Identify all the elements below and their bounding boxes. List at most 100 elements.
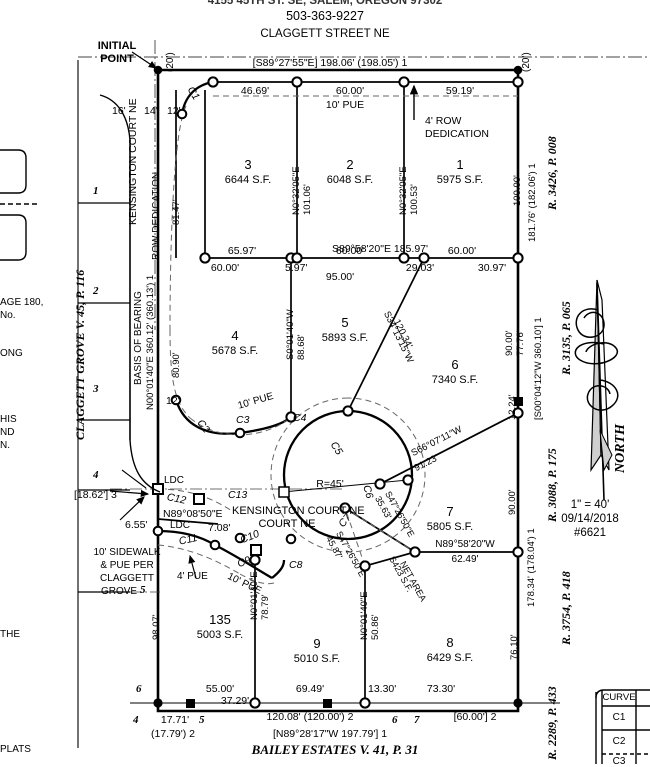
dim-178-34: 178.34' (178.04') 1 [526,528,537,607]
edge-mark-left-3: 3 [93,383,99,395]
bearing-lot7-south: N89°58'20"W [435,539,495,550]
dim-17-79: (17.79') 2 [150,728,196,740]
dim-120-08: 120.08' (120.00') 2 [266,711,354,723]
sidewalk-leader-arrow [119,496,145,521]
dim-lot4-side: 88.68' [296,334,307,360]
left-note-4: HIS [0,414,17,425]
lot-number-2: 2 [346,157,354,172]
curve-table-header: CURVE [602,692,636,703]
annotation-pue-top: 10' PUE [325,99,365,111]
basis-of-bearing-label: BASIS OF BEARING [133,291,144,385]
reference-r3426: R. 3426, P. 008 [545,136,559,210]
dim-12-24: 12.24' [507,394,518,420]
left-note-2: No. [0,310,16,321]
reference-r3754: R. 3754, P. 418 [559,571,573,645]
left-adjoiner-parcels [0,94,161,493]
lot-area-9: 5010 S.F. [293,653,341,665]
sidewalk-note-line4: GROVE [100,586,138,597]
dim-13-30: 13.30' [368,683,397,695]
curve-label-c13: C13 [228,489,248,501]
ldc-label-a: LDC [164,475,185,486]
dim-17-71: 17.71' [160,714,190,726]
dim-81-47: 81.47' [171,199,182,225]
dim-60-00-c: 60.00' [447,245,477,257]
bearing-top-line: [S89°27'55"E] 198.06' (198.05') 1 [252,57,408,69]
lot-number-5: 5 [341,315,349,330]
sidewalk-note-line1: 10' SIDEWALK [93,547,161,558]
lot-area-8: 6429 S.F. [426,652,474,664]
annotation-pue-4: 4' PUE [177,571,208,582]
bearing-lot9-side: N0°01'40"E [359,591,370,640]
dim-80-90: 80.90' [171,352,182,378]
initial-point-label-line1: INITIAL [97,40,137,52]
reference-r2289: R. 2289, P. 433 [545,686,559,760]
street-label-kensington-court-2: COURT NE [258,518,316,530]
dim-90-00-a: 90.00' [504,330,515,356]
lot-area-3: 6644 S.F. [224,174,272,186]
dim-20-right: (20') [521,52,532,72]
basis-of-bearing-value: N00°01'40"E 360.12' (360.13') 1 [145,274,156,410]
bearing-east-line: [S00°04'12"W 360.10'] 1 [533,317,544,420]
curve-table-row-c2: C2 [612,736,626,747]
edge-mark-bottom-4: 4 [133,714,139,726]
lot-area-5: 5893 S.F. [321,332,369,344]
lot-number-135: 135 [209,612,231,627]
dim-12-mid: 12' [166,395,180,407]
bearing-lot4-side: S0°01'40"W [285,309,296,360]
edge-mark-left-4: 4 [93,469,99,481]
dim-77-76: 77.76' [515,330,526,356]
lot-area-6: 7340 S.F. [431,374,479,386]
dim-59-19: 59.19' [445,85,475,97]
dim-46-69: 46.69' [240,85,270,97]
edge-mark-bottom-6: 6 [392,714,398,726]
dim-5-97: 5.97' [285,262,308,274]
dim-ldc: 7.08' [208,522,231,534]
curve-label-c4: C4 [293,412,307,424]
dim-69-49: 69.49' [295,683,325,695]
dim-29-03: 29.03' [405,262,435,274]
curve-label-c8: C8 [289,559,303,571]
lot-area-7: 5805 S.F. [426,521,474,533]
left-note-6: N. [0,440,10,451]
dim-60-00-a: 60.00' [210,262,240,274]
north-label: NORTH [613,424,628,473]
curve-label-c6: C6 [360,483,376,500]
dim-90-00-b: 90.00' [507,489,518,515]
dim-60-00-bottom: [60.00'] 2 [453,711,497,723]
edge-mark-left-1: 1 [93,185,99,197]
dim-14: 14' [144,105,158,117]
radius-leader [278,479,409,498]
pue-leader-arrow [188,554,197,579]
street-label-claggett: CLAGGETT STREET NE [260,28,390,40]
dim-20-left: (20') [165,52,176,72]
dim-12-top: 12' [167,105,181,117]
dim-37-29: 37.29' [220,695,250,707]
pue-offset-dashed [157,95,518,585]
edge-mark-left-6: 6 [136,683,142,695]
north-arrow-icon [574,279,619,501]
scale-date: 09/14/2018 [561,513,619,525]
dim-lot9-side: 50.86' [370,614,381,640]
lot-number-1: 1 [456,157,464,172]
street-label-kensington-left: KENSINGTON COURT NE [127,98,139,225]
edge-mark-bottom-7: 7 [414,714,420,726]
edge-mark-bottom-5: 5 [199,714,205,726]
lot-area-4: 5678 S.F. [211,345,259,357]
bearing-lot2-side: N0°32'05"E [398,166,409,215]
job-number: #6621 [574,527,606,539]
lot-number-3: 3 [244,157,252,172]
curve-table-row-c3: C3 [612,756,626,767]
dim-73-30: 73.30' [426,683,456,695]
dim-100-00: 100.00' [512,175,523,206]
bearing-bottom-line: [N89°28'17"W 197.79'] 1 [272,728,388,740]
lot-number-6: 6 [451,357,459,372]
edge-mark-left-2: 2 [93,285,99,297]
row-dedication-vertical: ROW DEDICATION [151,171,162,260]
street-label-kensington-court: KENSINGTON COURT NE [232,505,365,517]
dim-65-97: 65.97' [227,245,257,257]
left-adjoiner-ticks [78,202,130,593]
ldc-square-monuments [152,483,262,556]
lot-number-8: 8 [446,635,454,650]
bearing-lot3-side: N0°32'05"E [291,166,302,215]
dim-16: 16' [112,105,126,117]
